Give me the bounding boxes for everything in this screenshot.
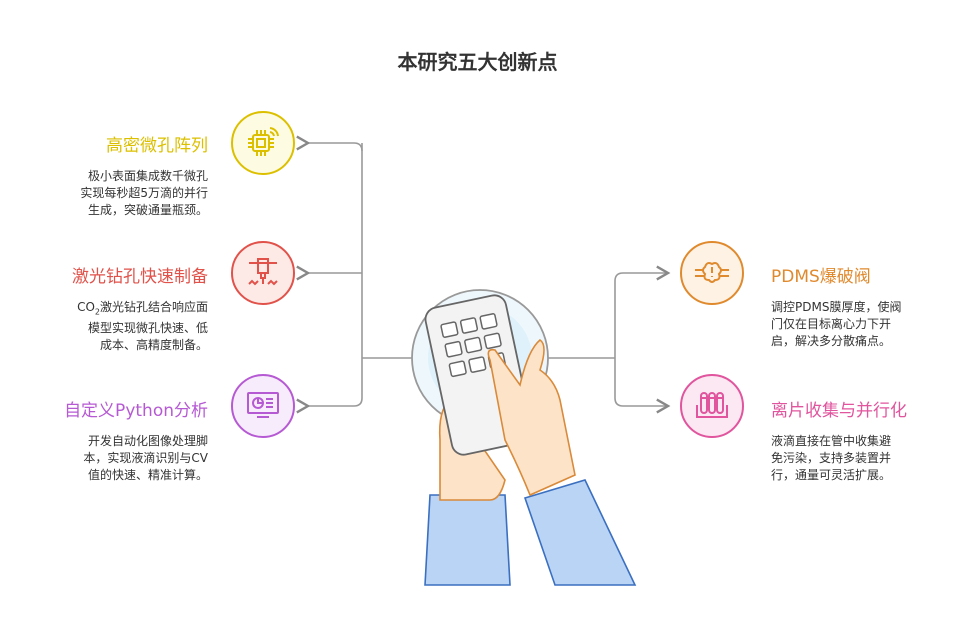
connector-item-3 <box>308 143 363 406</box>
burst-valve-icon <box>680 241 744 305</box>
drill-icon <box>231 241 295 305</box>
item-desc: 调控PDMS膜厚度，使阀门仅在目标离心力下开启，解决多分散痛点。 <box>771 300 902 348</box>
monitor-chart-icon <box>231 374 295 438</box>
item-title: 离片收集与并行化 <box>771 401 907 421</box>
innovation-item-5: 离片收集与并行化 液滴直接在管中收集避免污染，支持多装置并行，通量可灵活扩展。 <box>771 396 955 484</box>
innovation-item-2: 激光钻孔快速制备 CO2激光钻孔结合响应面模型实现微孔快速、低成本、高精度制备。 <box>8 262 208 354</box>
item-title: 高密微孔阵列 <box>106 136 208 156</box>
hand-phone-illustration <box>411 289 637 586</box>
connector-item-5 <box>614 281 671 414</box>
innovation-item-4: PDMS爆破阀 调控PDMS膜厚度，使阀门仅在目标离心力下开启，解决多分散痛点。 <box>771 262 955 350</box>
item-title: 自定义Python分析 <box>64 401 208 421</box>
page-title: 本研究五大创新点 <box>397 50 558 74</box>
chip-wireless-icon <box>231 111 295 175</box>
item-title: 激光钻孔快速制备 <box>72 267 208 287</box>
connector-item-4 <box>614 265 671 282</box>
connector-item-1 <box>308 143 363 152</box>
test-tubes-icon <box>680 374 744 438</box>
item-desc: CO2激光钻孔结合响应面模型实现微孔快速、低成本、高精度制备。 <box>77 300 208 353</box>
item-desc: 液滴直接在管中收集避免污染，支持多装置并行，通量可灵活扩展。 <box>771 434 892 482</box>
innovation-item-1: 高密微孔阵列 极小表面集成数千微孔实现每秒超5万滴的并行生成，突破通量瓶颈。 <box>8 131 208 219</box>
item-title: PDMS爆破阀 <box>771 267 871 287</box>
item-desc: 极小表面集成数千微孔实现每秒超5万滴的并行生成，突破通量瓶颈。 <box>80 169 208 217</box>
